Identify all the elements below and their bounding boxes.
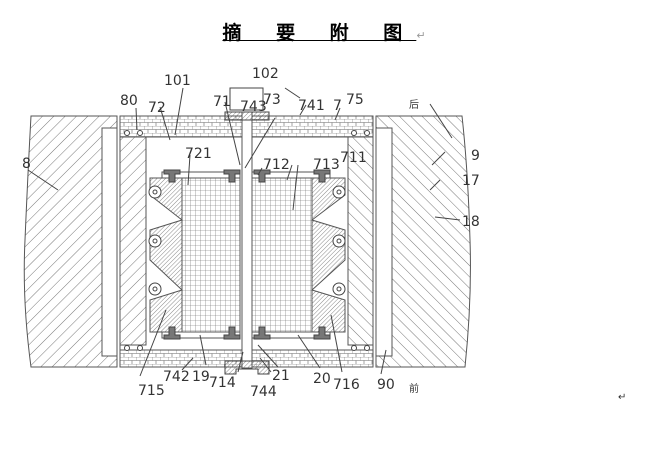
label-19: 19: [192, 369, 210, 385]
label-711: 711: [340, 150, 367, 166]
flange-744: [224, 360, 270, 375]
right-wall-9: [375, 115, 471, 368]
label-716: 716: [333, 377, 360, 393]
paragraph-mark: ↵: [416, 29, 426, 42]
label-front: 前: [409, 382, 419, 395]
label-72: 72: [148, 100, 166, 116]
label-18: 18: [462, 214, 480, 230]
label-20: 20: [313, 371, 331, 387]
label-715: 715: [138, 383, 165, 399]
label-rear: 后: [409, 99, 419, 111]
part-labels: 102 101 80 72 71 743 73 741 7 75 后 8 721…: [22, 66, 626, 403]
left-column-72: [119, 136, 147, 346]
label-90: 90: [377, 377, 395, 393]
label-741: 741: [298, 98, 325, 114]
label-712: 712: [263, 157, 290, 173]
coil-left: [181, 177, 241, 333]
right-coil-block: [251, 177, 346, 333]
plates: [161, 169, 331, 340]
strip-80: [101, 127, 118, 357]
label-714: 714: [209, 375, 236, 391]
left-coil-block: [148, 177, 241, 333]
label-743: 743: [240, 99, 267, 115]
label-713: 713: [313, 157, 340, 173]
label-7: 7: [333, 98, 342, 114]
flange-743: [224, 111, 270, 121]
label-101: 101: [164, 73, 191, 89]
label-8: 8: [22, 156, 31, 172]
label-742: 742: [163, 369, 190, 385]
label-80: 80: [120, 93, 138, 109]
label-21: 21: [272, 368, 290, 384]
left-wall-8: [23, 115, 118, 368]
label-17: 17: [462, 173, 480, 189]
box-102: [229, 87, 264, 111]
leader-lines: [27, 87, 461, 377]
label-721: 721: [185, 146, 212, 162]
paragraph-mark-bottom: ↵: [618, 392, 626, 403]
label-71: 71: [213, 94, 231, 110]
label-102: 102: [252, 66, 279, 82]
coil-right: [251, 177, 313, 333]
figure-title: 摘 要 附 图↵: [222, 22, 426, 44]
label-75: 75: [346, 92, 364, 108]
label-744: 744: [250, 384, 277, 400]
label-73: 73: [263, 92, 281, 108]
label-9: 9: [471, 148, 480, 164]
right-column-75: [347, 136, 374, 346]
shaft-73: [224, 87, 270, 375]
strip-90: [375, 127, 393, 357]
